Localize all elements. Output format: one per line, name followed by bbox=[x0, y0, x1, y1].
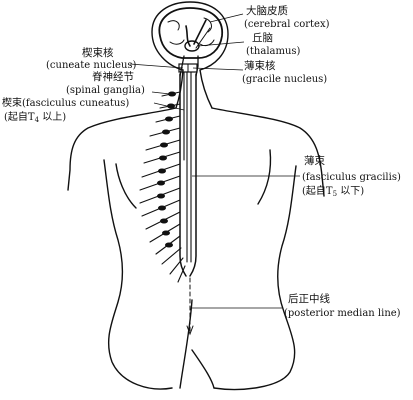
spinal-nerve bbox=[177, 265, 186, 283]
gluteal-cleft bbox=[179, 299, 193, 389]
body-outline bbox=[67, 1, 325, 391]
brainstem-right bbox=[195, 55, 199, 77]
label-gracile-nucleus-cn: 薄束核 bbox=[244, 59, 276, 72]
ganglion bbox=[159, 155, 167, 161]
ganglion bbox=[165, 242, 173, 248]
ganglion bbox=[162, 230, 170, 236]
brain-fold-2 bbox=[203, 17, 212, 33]
origin-sub: 4 bbox=[35, 116, 40, 124]
origin-sub: 5 bbox=[333, 190, 337, 198]
brain-fold-1 bbox=[167, 20, 180, 31]
brainstem-left bbox=[179, 55, 185, 77]
leader-spinal-ganglia bbox=[151, 91, 171, 95]
label-gracile-nucleus-en: (gracile nucleus) bbox=[242, 74, 327, 85]
leader-gracile-nucleus bbox=[192, 67, 244, 71]
right-buttock bbox=[191, 349, 215, 389]
neck-right bbox=[199, 69, 213, 109]
left-shoulder bbox=[67, 107, 177, 191]
spinal-nerve bbox=[169, 257, 184, 275]
ganglion bbox=[165, 116, 173, 122]
label-fasciculus-cuneatus-origin: (起自T4 以上) bbox=[4, 110, 66, 124]
label-fasciculus-gracilis-en: (fasciculus gracilis) bbox=[302, 172, 401, 183]
left-flank bbox=[103, 159, 173, 390]
left-scapula bbox=[115, 163, 137, 209]
label-spinal-ganglia-cn: 脊神经节 bbox=[92, 70, 134, 83]
label-fasciculus-cuneatus: 楔束(fasciculus cuneatus) bbox=[2, 97, 129, 109]
label-posterior-median-line-cn: 后正中线 bbox=[288, 292, 330, 305]
leader-lines bbox=[129, 13, 300, 309]
origin-pre: (起自T bbox=[302, 184, 333, 197]
label-thalamus-cn: 丘脑 bbox=[252, 31, 273, 44]
spinal-nerves bbox=[139, 91, 186, 283]
head-outline bbox=[151, 1, 229, 71]
ganglion bbox=[160, 218, 168, 224]
label-cerebral-cortex-en: (cerebral cortex) bbox=[244, 19, 330, 30]
cerebral-cortex-outline bbox=[158, 7, 223, 59]
cord-right-wall bbox=[189, 73, 197, 277]
leader-cerebral-cortex bbox=[209, 13, 244, 23]
leader-fasciculus-cuneatus bbox=[153, 102, 185, 111]
right-shoulder bbox=[211, 107, 325, 197]
leader-thalamus bbox=[197, 41, 245, 47]
label-spinal-ganglia-en: (spinal ganglia) bbox=[66, 85, 145, 96]
ganglion bbox=[160, 142, 168, 148]
right-scapula bbox=[257, 149, 272, 205]
label-posterior-median-line-en: (posterior median line) bbox=[284, 308, 401, 319]
ganglion bbox=[157, 193, 165, 199]
labels: 大脑皮质 (cerebral cortex) 丘脑 (thalamus) 薄束核… bbox=[2, 4, 401, 319]
label-fasciculus-gracilis-origin: (起自T5 以下) bbox=[302, 184, 364, 198]
label-cerebral-cortex-cn: 大脑皮质 bbox=[246, 4, 288, 17]
ganglion bbox=[162, 129, 170, 135]
cord-left-wall bbox=[179, 73, 187, 277]
leader-cuneate-nucleus bbox=[129, 63, 184, 69]
thalamocortical-fibre-2 bbox=[195, 27, 211, 49]
origin-pre: (起自T bbox=[4, 110, 35, 123]
brain-fold-3 bbox=[169, 39, 185, 45]
label-cuneate-nucleus-en: (cuneate nucleus) bbox=[46, 60, 137, 71]
ganglion bbox=[158, 168, 166, 174]
right-flank bbox=[213, 165, 297, 391]
label-fasciculus-gracilis-cn: 薄束 bbox=[304, 154, 325, 167]
ganglion bbox=[158, 205, 166, 211]
spinal-nerve bbox=[161, 247, 182, 265]
median-line-arrow bbox=[186, 325, 194, 336]
origin-post: 以下) bbox=[337, 186, 364, 197]
label-cuneate-nucleus-cn: 楔束核 bbox=[82, 46, 114, 59]
origin-post: 以上) bbox=[39, 111, 66, 123]
ganglion bbox=[157, 180, 165, 186]
thalamocortical-fibre bbox=[193, 19, 207, 45]
brain bbox=[158, 7, 223, 59]
label-thalamus-en: (thalamus) bbox=[246, 46, 301, 57]
lateral-ventricle bbox=[185, 25, 191, 47]
spinal-cord bbox=[178, 55, 199, 336]
